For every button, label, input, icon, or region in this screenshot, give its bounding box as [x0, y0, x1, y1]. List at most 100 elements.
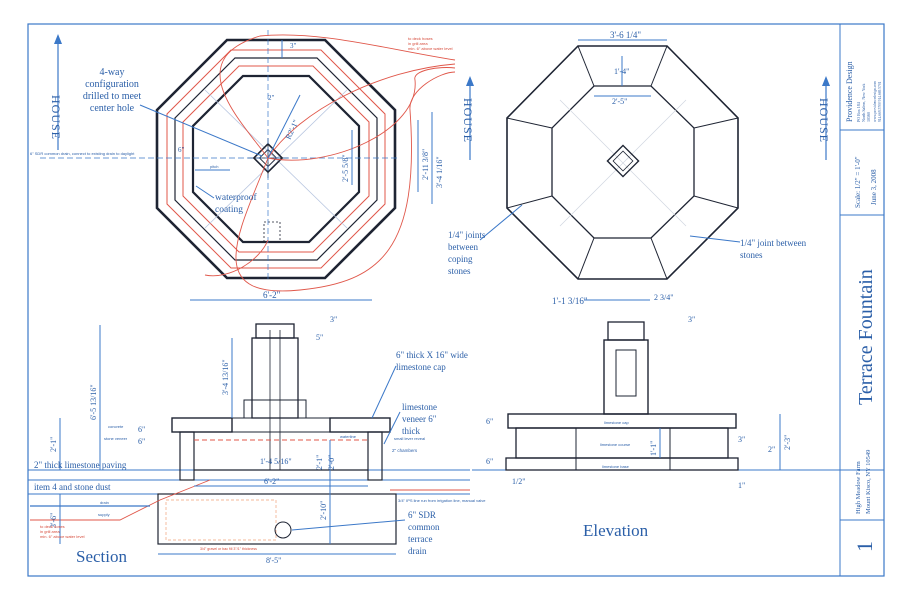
note-waterproof-1: waterproof	[215, 192, 258, 203]
section-dim-bottom-text: 8'-5"	[266, 556, 281, 565]
pointer-cap	[371, 365, 397, 419]
note-cap-2: limestone cap	[396, 362, 446, 372]
section-cap-left	[171, 417, 233, 433]
pointer-joints	[479, 204, 523, 241]
note-4way-1: 4-way	[100, 67, 125, 78]
coping-dim-mid-text: 1'-4"	[614, 67, 629, 76]
radius-line	[267, 94, 301, 159]
center-fixture-inner	[258, 148, 278, 168]
dim-inner: 2'-11 3/8"	[421, 149, 430, 180]
section-dim-2-1-text: 2'-1"	[49, 437, 58, 452]
note-deck-hoses-2: in grill area	[408, 41, 428, 46]
drain-box	[263, 221, 281, 243]
address-line-3: 10560	[866, 112, 871, 122]
dim-basin: 2'-5 5/8"	[341, 154, 350, 182]
house-arrow-mid-head	[466, 76, 474, 86]
note-4way-2: configuration	[85, 79, 139, 90]
section-deck-hoses-3: min. 6" above water level	[40, 534, 85, 539]
note-drain: 6" SDR common drain, connect to existing…	[30, 151, 135, 156]
title-block: Providence Design PO Box 184 North Salem…	[845, 61, 882, 552]
note-veneer-1: limestone	[402, 402, 437, 412]
drain-pipe	[274, 521, 292, 539]
section-dim-column-text: 3'-4 13/16"	[221, 359, 230, 395]
octagon-4	[182, 65, 370, 253]
coping-joint-8	[506, 117, 553, 129]
coping-fixture-inner	[612, 150, 634, 172]
house-label-left: HOUSE	[49, 95, 63, 140]
section-label: Section	[76, 547, 127, 566]
elev-dim-3: 3"	[688, 315, 695, 324]
contact-line-2: 914.669.5700 914.669.5701	[878, 81, 882, 122]
section-dim-wall-text: 2'-0"	[327, 455, 336, 470]
coping-joint-2	[650, 45, 668, 87]
pointer-waterproof	[195, 185, 215, 199]
red-pipe-5	[204, 239, 269, 277]
elev-column	[603, 339, 649, 415]
inner-octagon	[191, 74, 361, 244]
coping-joint-6	[577, 237, 595, 280]
coping-dim-top-text: 3'-6 1/4"	[610, 30, 641, 40]
elev-column-top	[607, 321, 645, 341]
elev-dim-6: 6"	[486, 417, 493, 426]
coping-diag-2	[559, 99, 687, 227]
client-line-2: Mount Kisco, NY 10549	[865, 450, 872, 514]
note-supply: 3/4" IPS line run from irrigation line, …	[398, 498, 486, 503]
pitch-label: pitch	[210, 164, 218, 169]
contact-line-1: www.providencedesign.com	[873, 81, 877, 122]
section-dim-depth-text: 2'-10"	[319, 501, 328, 520]
note-cap-1: 6" thick X 16" wide	[396, 350, 468, 360]
address-line-2: North Salem, New York	[861, 83, 867, 122]
red-pipe-1	[219, 34, 456, 159]
note-drain-arrow: drain	[100, 500, 109, 505]
section-column-base	[243, 399, 307, 419]
section-dim-side-text: 2'-1"	[315, 455, 324, 470]
section-view: Section 6'-2" 6'-5 13/16" 3'-4 13/16" 2'…	[28, 290, 486, 566]
section-wall-right	[367, 431, 383, 481]
note-valve: small lever reveal	[394, 436, 425, 441]
section-wall-left	[179, 431, 195, 481]
note-sdr-4: drain	[408, 546, 427, 556]
outer-octagon	[155, 38, 397, 280]
elev-dim-2-3: 2'-3"	[783, 435, 792, 450]
note-gravel: 3/4" gravel or bac fill 3"/1" thickness	[200, 547, 257, 551]
coping-inner	[551, 85, 695, 239]
note-sdr-3: terrace	[408, 534, 432, 544]
red-pipe-2	[267, 63, 456, 159]
section-dim-top-text: 6'-2"	[263, 290, 281, 300]
section-dim-6b: 6"	[138, 437, 145, 446]
label-limestone-cap: limestone cap	[604, 420, 629, 425]
section-slab	[231, 417, 331, 433]
section-dim-height-text: 6'-5 13/16"	[89, 384, 98, 420]
coping-joint-3	[693, 117, 739, 129]
label-stone-veneer: stone veneer	[104, 436, 128, 441]
project-title: Terrace Fountain	[855, 269, 877, 405]
section-gravel	[165, 499, 277, 541]
dim-2: 2"	[268, 94, 275, 102]
note-4way-4: center hole	[90, 103, 135, 114]
pointer-joint-stones	[689, 235, 741, 243]
sheet-number: 1	[852, 541, 877, 552]
section-footing	[157, 493, 397, 545]
dim-top: 3"	[290, 42, 297, 50]
label-concrete: concrete	[108, 424, 124, 429]
section-dim-5: 5"	[316, 333, 323, 342]
house-arrow-right-head	[822, 76, 830, 86]
center-fixture	[252, 142, 284, 174]
section-deck-hoses-2: in grill area	[40, 529, 60, 534]
note-stone-dust: item 4 and stone dust	[34, 482, 111, 492]
section-dim-pipe-text: 1'-4 5/16"	[260, 457, 292, 466]
note-supply-arrow: supply	[98, 512, 110, 517]
elev-dim-1-1: 1'-1"	[649, 441, 658, 456]
coping-dim-low-text: 2'-5"	[612, 97, 627, 106]
elev-dim-12: 1/2"	[512, 477, 526, 486]
dim-overall: 3'-4 1/16"	[435, 156, 444, 188]
drawing-date: June 3, 2008	[870, 169, 878, 205]
section-dim-3: 3"	[330, 315, 337, 324]
note-deck-hoses-1: to deck hoses	[408, 36, 433, 41]
sheet-border	[27, 23, 885, 577]
pointer-4way	[139, 104, 263, 157]
octagon-3	[174, 57, 378, 261]
coping-plan: HOUSE 3'-6 1/4" 1'-4" 2'-5" 1/4" joints …	[448, 30, 831, 280]
coping-joint-5	[650, 237, 668, 280]
note-joints-2: between	[448, 242, 478, 252]
